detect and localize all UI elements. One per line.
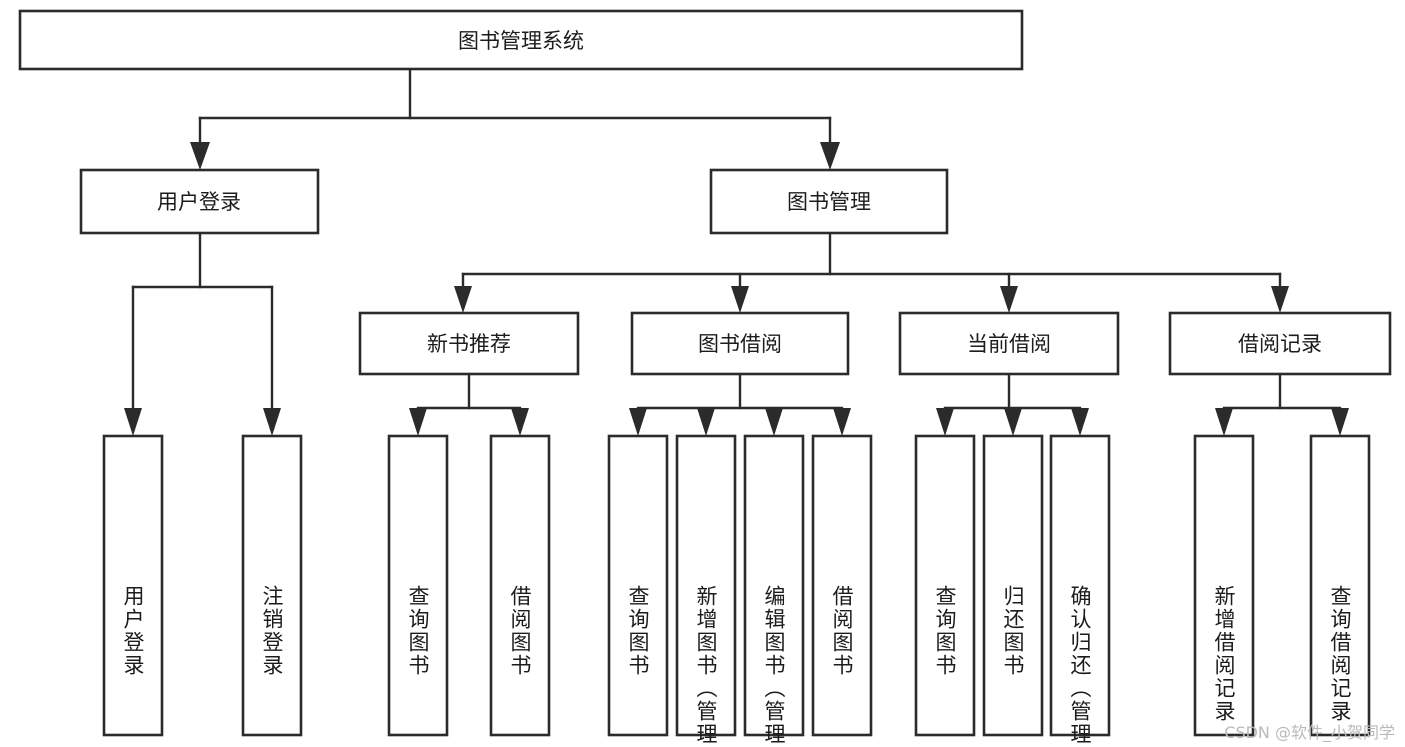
arrow-head-leaf-query-book-2 xyxy=(629,408,647,436)
connector-group-borrow-record-to-leaves xyxy=(1215,372,1349,436)
node-new-book-recommend-box[interactable] xyxy=(358,311,580,376)
node-leaf-user-login-label: 用户登录 xyxy=(121,585,145,677)
node-leaf-query-record-box[interactable] xyxy=(1309,434,1371,737)
node-leaf-query-book-2-box[interactable] xyxy=(607,434,669,737)
node-leaf-return-book[interactable]: 归还图书 xyxy=(982,434,1044,737)
node-root[interactable]: 图书管理系统 xyxy=(18,9,1024,71)
node-leaf-confirm-return-label: 确认归还（管理员） xyxy=(1068,585,1092,747)
node-leaf-user-login-box[interactable] xyxy=(102,434,164,737)
node-user-login-label: 用户登录 xyxy=(157,190,241,214)
arrow-head-leaf-add-record xyxy=(1215,408,1233,436)
node-leaf-query-book-2-label: 查询图书 xyxy=(626,585,650,677)
arrow-head-current-borrow xyxy=(1000,286,1018,313)
node-leaf-add-book-box[interactable] xyxy=(675,434,737,737)
connector-group-user-login-to-leaves xyxy=(124,231,281,436)
node-leaf-confirm-return[interactable]: 确认归还（管理员） xyxy=(1049,434,1111,747)
arrow-head-user-login xyxy=(190,142,210,170)
connector-group-book-management-to-level3 xyxy=(454,231,1289,313)
connector-group-current-borrow-to-leaves xyxy=(936,372,1089,436)
arrow-head-leaf-logout-login xyxy=(263,408,281,436)
node-leaf-add-record[interactable]: 新增借阅记录 xyxy=(1193,434,1255,737)
node-leaf-query-book-1[interactable]: 查询图书 xyxy=(387,434,449,737)
arrow-head-leaf-query-record xyxy=(1331,408,1349,436)
node-book-management[interactable]: 图书管理 xyxy=(709,168,949,235)
node-current-borrow-label: 当前借阅 xyxy=(967,332,1051,356)
node-leaf-query-book-2[interactable]: 查询图书 xyxy=(607,434,669,737)
node-leaf-add-record-label: 新增借阅记录 xyxy=(1212,585,1236,723)
node-borrow-record[interactable]: 借阅记录 xyxy=(1168,311,1392,376)
node-book-management-box[interactable] xyxy=(709,168,949,235)
node-book-borrow-label: 图书借阅 xyxy=(698,332,782,356)
node-leaf-borrow-book-1-label: 借阅图书 xyxy=(508,585,532,677)
node-leaf-return-book-box[interactable] xyxy=(982,434,1044,737)
arrow-head-leaf-borrow-book-2 xyxy=(833,408,851,436)
node-leaf-edit-book-box[interactable] xyxy=(743,434,805,737)
node-leaf-query-book-3-box[interactable] xyxy=(914,434,976,737)
node-leaf-borrow-book-2-label: 借阅图书 xyxy=(830,585,854,677)
arrow-head-book-borrow xyxy=(731,286,749,313)
node-root-box[interactable] xyxy=(18,9,1024,71)
node-user-login[interactable]: 用户登录 xyxy=(79,168,320,235)
node-leaf-logout-login[interactable]: 注销登录 xyxy=(241,434,303,737)
node-leaf-borrow-book-2-box[interactable] xyxy=(811,434,873,737)
node-leaf-borrow-book-1-box[interactable] xyxy=(489,434,551,737)
node-leaf-query-book-3[interactable]: 查询图书 xyxy=(914,434,976,737)
node-leaf-confirm-return-box[interactable] xyxy=(1049,434,1111,737)
arrow-head-borrow-record xyxy=(1271,286,1289,313)
csdn-watermark: CSDN @软件_小贺同学 xyxy=(1224,723,1395,742)
arrow-head-leaf-edit-book xyxy=(765,408,783,436)
arrow-head-leaf-borrow-book-1 xyxy=(511,408,529,436)
arrow-head-leaf-user-login xyxy=(124,408,142,436)
node-book-management-label: 图书管理 xyxy=(787,190,871,214)
connector-group-root-to-level2 xyxy=(190,67,840,170)
node-book-borrow-box[interactable] xyxy=(630,311,850,376)
arrow-head-new-book-recommend xyxy=(454,286,472,313)
node-leaf-query-book-1-label: 查询图书 xyxy=(406,585,430,677)
arrow-head-leaf-query-book-3 xyxy=(936,408,954,436)
connector-group-new-book-recommend-to-leaves xyxy=(409,372,529,436)
node-borrow-record-label: 借阅记录 xyxy=(1238,332,1322,356)
node-new-book-recommend-label: 新书推荐 xyxy=(427,332,511,356)
node-book-borrow[interactable]: 图书借阅 xyxy=(630,311,850,376)
node-leaf-add-record-box[interactable] xyxy=(1193,434,1255,737)
node-leaf-borrow-book-1[interactable]: 借阅图书 xyxy=(489,434,551,737)
node-leaf-query-record[interactable]: 查询借阅记录 xyxy=(1309,434,1371,737)
node-leaf-query-record-label: 查询借阅记录 xyxy=(1328,585,1352,723)
arrow-head-leaf-add-book xyxy=(697,408,715,436)
node-leaf-add-book-label: 新增图书（管理员） xyxy=(694,585,718,747)
node-new-book-recommend[interactable]: 新书推荐 xyxy=(358,311,580,376)
node-leaf-logout-login-box[interactable] xyxy=(241,434,303,737)
node-current-borrow-box[interactable] xyxy=(898,311,1120,376)
node-leaf-return-book-label: 归还图书 xyxy=(1001,585,1025,677)
node-leaf-user-login[interactable]: 用户登录 xyxy=(102,434,164,737)
node-leaf-borrow-book-2[interactable]: 借阅图书 xyxy=(811,434,873,737)
node-leaf-add-book[interactable]: 新增图书（管理员） xyxy=(675,434,737,747)
node-current-borrow[interactable]: 当前借阅 xyxy=(898,311,1120,376)
arrow-head-leaf-query-book-1 xyxy=(409,408,427,436)
connector-group-book-borrow-to-leaves xyxy=(629,372,851,436)
arrow-head-leaf-confirm-return xyxy=(1071,408,1089,436)
arrow-head-leaf-return-book xyxy=(1004,408,1022,436)
node-leaf-query-book-3-label: 查询图书 xyxy=(933,585,957,677)
node-user-login-box[interactable] xyxy=(79,168,320,235)
node-leaf-edit-book[interactable]: 编辑图书（管理员） xyxy=(743,434,805,747)
node-leaf-logout-login-label: 注销登录 xyxy=(260,585,284,677)
node-leaf-edit-book-label: 编辑图书（管理员） xyxy=(762,585,786,747)
node-root-label: 图书管理系统 xyxy=(458,29,584,53)
node-borrow-record-box[interactable] xyxy=(1168,311,1392,376)
node-leaf-query-book-1-box[interactable] xyxy=(387,434,449,737)
arrow-head-book-management xyxy=(820,142,840,170)
